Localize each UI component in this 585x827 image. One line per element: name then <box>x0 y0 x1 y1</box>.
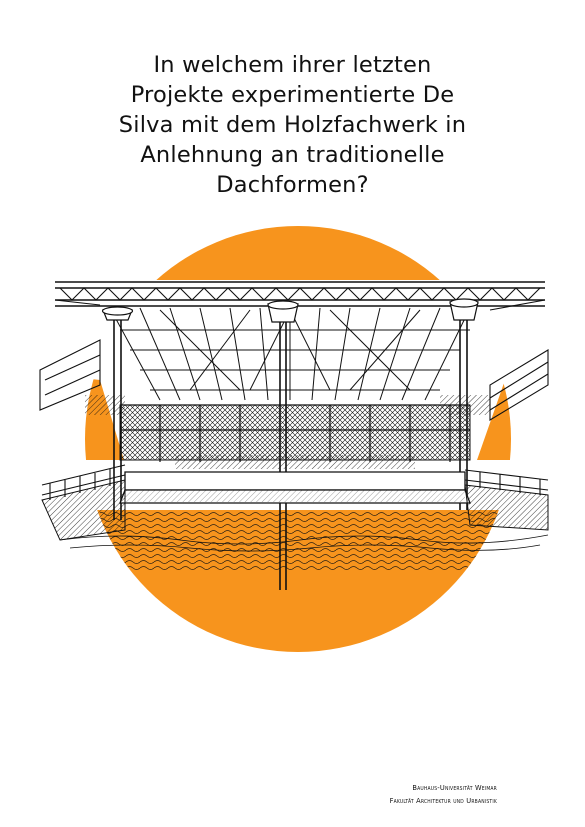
lattice-frame <box>120 404 470 462</box>
university-name: Bauhaus-Universität Weimar <box>412 783 497 792</box>
question-line: Anlehnung an traditionelle <box>140 142 445 168</box>
question-line: Projekte experimentierte De <box>130 82 455 108</box>
question-line: In welchem ihrer letzten <box>153 52 432 78</box>
institution-footer: Bauhaus-Universität Weimar Fakultät Arch… <box>390 781 497 807</box>
pool-rim-texture <box>125 490 465 502</box>
railings <box>41 464 549 500</box>
question-line: Silva mit dem Holzfachwerk in <box>118 112 467 138</box>
faculty-name: Fakultät Architektur und Urbanistik <box>389 796 497 805</box>
shade-block <box>440 395 490 415</box>
question-line: Dachformen? <box>216 172 369 198</box>
shade-block <box>175 455 415 469</box>
shade-block <box>85 395 125 415</box>
water-lines <box>59 534 549 552</box>
question-heading: In welchem ihrer letzten Projekte experi… <box>60 50 525 200</box>
roof-rafters <box>109 307 471 401</box>
lattice-band <box>119 404 471 461</box>
side-wings <box>39 299 549 421</box>
